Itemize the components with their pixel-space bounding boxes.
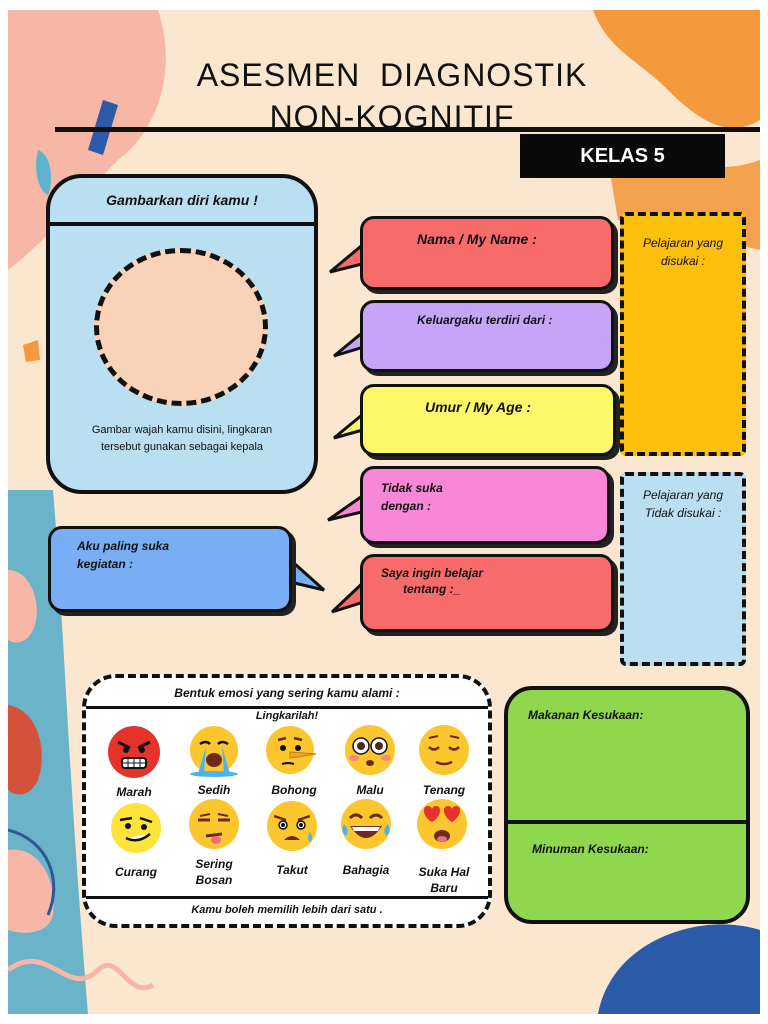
relieved-face-icon[interactable] <box>416 722 472 778</box>
name-label: Nama / My Name : <box>417 231 537 247</box>
instruction-line-2: tersebut gunakan sebagai kepala <box>100 441 264 453</box>
emotions-subheading: Lingkarilah! <box>255 710 319 722</box>
emotion-label-tenang: Tenang <box>422 783 466 797</box>
dislike-line-2: dengan : <box>381 499 431 513</box>
dislike-label: Tidak suka dengan : <box>381 479 443 515</box>
food-drink-divider <box>508 820 746 824</box>
emotion-label-bahagia: Bahagia <box>342 863 390 877</box>
age-label: Umur / My Age : <box>425 399 532 415</box>
emotion-label-marah: Marah <box>116 785 152 799</box>
fearful-face-icon[interactable] <box>264 798 320 854</box>
emotion-label-sedih: Sedih <box>197 783 231 797</box>
face-drawing-circle[interactable] <box>94 248 268 406</box>
title-underline <box>55 127 760 132</box>
self-portrait-instruction: Gambar wajah kamu disini, lingkaran ters… <box>50 422 314 456</box>
title-line-1: ASESMEN DIAGNOSTIK <box>196 57 588 93</box>
liked-subject-line-1: Pelajaran yang <box>642 236 724 250</box>
emotions-footer-rule <box>86 896 488 899</box>
flushed-face-icon[interactable] <box>342 722 398 778</box>
disliked-subject-line-2: Tidak disukai : <box>644 506 722 520</box>
favorite-food-label[interactable]: Makanan Kesukaan: <box>528 708 644 722</box>
activity-line-2: kegiatan : <box>77 557 134 571</box>
sering-bosan-line-1: Sering <box>195 857 233 871</box>
dislike-bubble[interactable]: Tidak suka dengan : <box>360 466 610 544</box>
age-bubble[interactable]: Umur / My Age : <box>360 384 616 456</box>
liked-subject-box[interactable]: Pelajaran yang disukai : <box>620 212 746 456</box>
angry-face-icon[interactable] <box>106 724 162 780</box>
learn-label: Saya ingin belajar tentang :_ <box>381 565 483 597</box>
emotions-panel: Bentuk emosi yang sering kamu alami : Li… <box>82 674 492 928</box>
disliked-subject-box[interactable]: Pelajaran yang Tidak disukai : <box>620 472 746 666</box>
bored-face-icon[interactable] <box>186 796 242 852</box>
lying-face-icon[interactable] <box>264 722 320 778</box>
emotion-label-malu: Malu <box>356 783 384 797</box>
self-portrait-heading: Gambarkan diri kamu ! <box>106 192 258 208</box>
crying-face-icon[interactable] <box>186 722 242 778</box>
instruction-line-1: Gambar wajah kamu disini, lingkaran <box>91 424 273 436</box>
suka-hal-baru-line-2: Baru <box>430 881 458 895</box>
emotions-footer: Kamu boleh memilih lebih dari satu . <box>191 904 383 916</box>
emotions-header-rule <box>86 706 488 709</box>
family-bubble[interactable]: Keluargaku terdiri dari : <box>360 300 614 372</box>
heart-eyes-face-icon[interactable] <box>414 794 470 850</box>
class-badge: KELAS 5 <box>520 134 725 178</box>
disliked-subject-line-1: Pelajaran yang <box>642 488 724 502</box>
activity-line-1: Aku paling suka <box>77 539 170 553</box>
name-bubble[interactable]: Nama / My Name : <box>360 216 614 290</box>
activity-label: Aku paling suka kegiatan : <box>77 537 169 573</box>
emotion-label-bohong: Bohong <box>271 783 317 797</box>
family-label: Keluargaku terdiri dari : <box>417 313 553 327</box>
learn-bubble[interactable]: Saya ingin belajar tentang :_ <box>360 554 614 632</box>
disliked-subject-label: Pelajaran yang Tidak disukai : <box>624 486 742 522</box>
activity-bubble[interactable]: Aku paling suka kegiatan : <box>48 526 292 612</box>
worksheet-page: ASESMEN DIAGNOSTIK NON-KOGNITIF KELAS 5 … <box>8 10 760 1014</box>
learn-line-2: tentang :_ <box>403 582 461 596</box>
food-drink-panel: Makanan Kesukaan: Minuman Kesukaan: <box>504 686 750 924</box>
self-portrait-divider <box>50 222 314 226</box>
liked-subject-line-2: disukai : <box>660 254 706 268</box>
smirking-face-icon[interactable] <box>108 800 164 856</box>
liked-subject-label: Pelajaran yang disukai : <box>624 234 742 270</box>
suka-hal-baru-line-1: Suka Hal <box>418 865 470 879</box>
learn-line-1: Saya ingin belajar <box>381 566 484 580</box>
laughing-face-icon[interactable] <box>338 796 394 852</box>
emotion-label-sering-bosan: Sering Bosan <box>174 856 254 888</box>
sering-bosan-line-2: Bosan <box>195 873 233 887</box>
dislike-line-1: Tidak suka <box>381 481 443 495</box>
self-portrait-panel: Gambarkan diri kamu ! Gambar wajah kamu … <box>46 174 318 494</box>
emotion-label-curang: Curang <box>115 865 157 879</box>
emotions-heading: Bentuk emosi yang sering kamu alami : <box>174 686 400 700</box>
favorite-drink-label[interactable]: Minuman Kesukaan: <box>532 842 649 856</box>
emotion-label-suka-hal-baru: Suka Hal Baru <box>404 864 484 896</box>
emotion-label-takut: Takut <box>276 863 308 877</box>
